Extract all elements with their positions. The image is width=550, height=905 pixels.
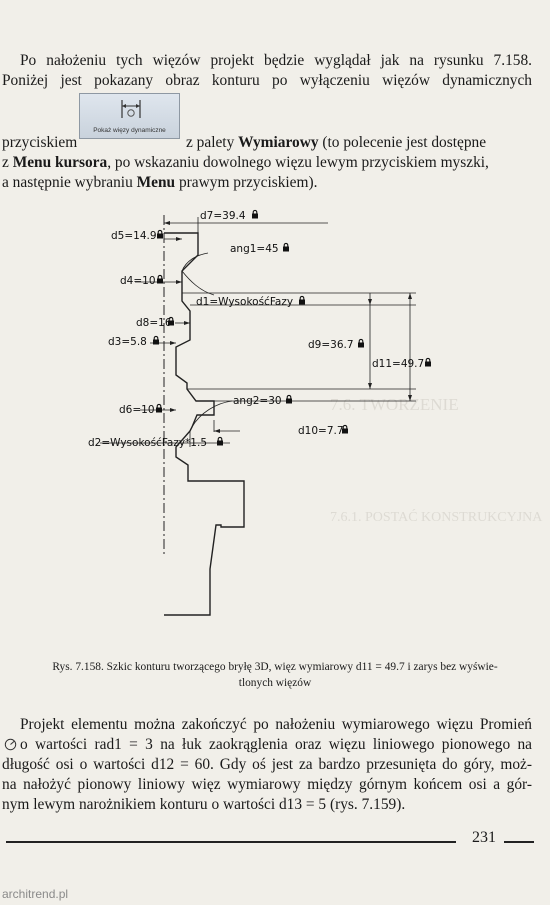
toolbar-button-label: Pokaż więzy dynamiczne	[93, 127, 166, 134]
dimension-arrowheads	[164, 221, 412, 433]
paragraph2-line3: długość osi o wartości d12 = 60. Gdy oś …	[2, 756, 532, 773]
lock-icon	[216, 436, 224, 447]
paragraph1-line3-right: z palety Wymiarowy (to polecenie jest do…	[186, 133, 486, 153]
dimension-constraint-icon	[121, 100, 141, 118]
paragraph2-line1: Projekt elementu można zakończyć po nało…	[20, 716, 532, 733]
text-fragment: z palety	[186, 134, 235, 151]
paragraph1-line4: z Menu kursora, po wskazaniu dowolnego w…	[2, 153, 532, 173]
figure-caption: Rys. 7.158. Szkic konturu tworzącego bry…	[2, 659, 548, 691]
lock-icon	[424, 357, 432, 368]
text-fragment-bold: Menu	[136, 174, 176, 191]
paragraph1-line2: Poniżej jest pokazany obraz konturu po w…	[2, 72, 532, 89]
show-through-bleed: 7.6.1. POSTAĆ KONSTRUKCYJNA	[330, 510, 543, 525]
lock-icon	[282, 242, 290, 253]
paragraph1-line1: Po nałożeniu tych więzów projekt będzie …	[20, 52, 532, 69]
radius-icon	[4, 738, 17, 751]
text-fragment: , po wskazaniu dowolnego więzu lewym prz…	[107, 154, 489, 171]
dimension-label-d10: d10=7.7	[298, 425, 344, 437]
lock-icon	[156, 229, 164, 240]
lock-icon	[156, 274, 164, 285]
dimension-label-d3: d3=5.8	[108, 336, 147, 348]
dimension-label-d1: d1=WysokośćFazy	[196, 296, 293, 308]
sketch-contour	[164, 232, 245, 616]
footer-rule-right	[504, 841, 534, 843]
dimension-label-d4: d4=10	[120, 275, 156, 287]
dimension-label-d11: d11=49.7	[372, 358, 424, 370]
show-dynamic-constraints-button[interactable]: Pokaż więzy dynamiczne	[79, 93, 180, 139]
dimension-label-ang1: ang1=45	[230, 243, 279, 255]
lock-icon	[155, 403, 163, 414]
dimension-label-ang2: ang2=30	[233, 395, 282, 407]
dimension-label-d8: d8=16	[136, 317, 172, 329]
caption-line1: Rys. 7.158. Szkic konturu tworzącego bry…	[52, 661, 498, 673]
figure-7-158: d7=39.4 d5=14.9 ang1=45 d4=10 d1=Wysokoś…	[88, 209, 432, 616]
text-fragment: (to polecenie jest dostępne	[322, 134, 487, 151]
dimension-label-d9: d9=36.7	[308, 339, 354, 351]
paragraph2-line2: o wartości rad1 = 3 na łuk zaokrąglenia …	[20, 736, 532, 753]
text-fragment-bold: Menu kursora	[12, 154, 108, 171]
dimension-label-d5: d5=14.9	[111, 230, 157, 242]
dimension-label-d7: d7=39.4	[200, 210, 246, 222]
text-fragment: prawym przyciskiem).	[178, 174, 318, 191]
lock-icon	[341, 424, 349, 435]
paragraph1-line5: a następnie wybraniu Menu prawym przycis…	[2, 173, 317, 193]
watermark: architrend.pl	[2, 887, 69, 901]
dimension-label-d2: d2=WysokośćFazy*1.5	[88, 437, 207, 449]
lock-icon	[152, 335, 160, 346]
lock-icon	[357, 338, 365, 349]
text-fragment: z	[2, 154, 9, 171]
page-number: 231	[472, 829, 496, 846]
text-fragment: a następnie wybraniu	[2, 174, 133, 191]
paragraph2-line5: nym lewym narożnikiem konturu o wartości…	[2, 796, 406, 813]
lock-icon	[285, 394, 293, 405]
lock-icon	[251, 209, 259, 220]
lock-icon	[298, 295, 306, 306]
text-fragment-bold: Wymiarowy	[238, 134, 319, 151]
paragraph1-line3-left: przyciskiem	[2, 134, 78, 151]
show-through-bleed: 7.6. TWORZENIE	[330, 395, 459, 414]
footer-rule	[6, 841, 456, 843]
dimension-label-d6: d6=10	[119, 404, 155, 416]
paragraph2-line4: na nałożyć pionowy liniowy więz wymiarow…	[2, 776, 532, 793]
caption-line2: tlonych więzów	[238, 677, 312, 689]
